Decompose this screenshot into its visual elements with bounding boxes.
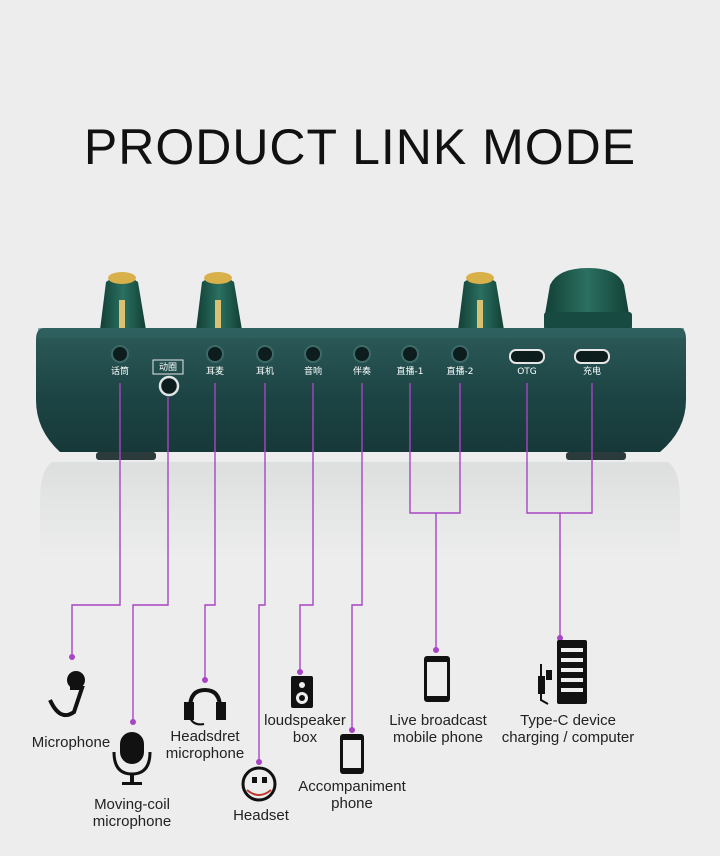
port-label-9: OTG [517, 367, 537, 377]
moving-coil-microphone-icon [112, 732, 152, 785]
accompaniment-phone-icon [340, 734, 364, 774]
label-headset: Headset [233, 807, 289, 824]
page-title: PRODUCT LINK MODE [83, 119, 637, 175]
jack-1 [111, 345, 129, 363]
label-accompaniment-phone: Accompaniment phone [298, 778, 406, 812]
knob-2 [196, 272, 242, 330]
port-label-5: 音响 [304, 365, 322, 377]
label-live-broadcast-phone: Live broadcast mobile phone [389, 712, 487, 746]
jack-3 [206, 345, 224, 363]
jack-7 [401, 345, 419, 363]
headset-icon [241, 766, 277, 802]
connection-lines [71, 383, 593, 760]
port-label-1: 话筒 [111, 365, 129, 377]
headset-microphone-icon [184, 687, 226, 726]
charge-port [574, 349, 610, 364]
knob-1 [100, 272, 146, 330]
label-microphone: Microphone [31, 734, 111, 751]
jack-4 [256, 345, 274, 363]
microphone-icon [48, 671, 85, 717]
knob-3 [458, 272, 504, 330]
knob-large [544, 268, 632, 330]
port-label-4: 耳机 [256, 365, 274, 377]
label-headset-microphone: Headsdret microphone [165, 728, 245, 762]
port-label-8: 直播-2 [447, 365, 474, 377]
port-label-7: 直播-1 [397, 365, 424, 377]
type-c-computer-icon [538, 640, 587, 705]
jack-2 [158, 375, 180, 397]
label-moving-coil-microphone: Moving-coil microphone [92, 796, 172, 830]
label-type-c-device: Type-C device charging / computer [501, 712, 635, 746]
jack-5 [304, 345, 322, 363]
label-loudspeaker-box: loudspeaker box [264, 712, 346, 746]
otg-port [509, 349, 545, 364]
speaker-icon [291, 676, 313, 708]
port-label-10: 充电 [583, 365, 601, 377]
live-broadcast-phone-icon [424, 656, 450, 702]
port-label-2: 动圈 [159, 362, 177, 373]
jack-8 [451, 345, 469, 363]
port-label-3: 耳麦 [206, 365, 224, 377]
jack-6 [353, 345, 371, 363]
port-label-6: 伴奏 [353, 365, 371, 377]
device-reflection [40, 462, 680, 560]
